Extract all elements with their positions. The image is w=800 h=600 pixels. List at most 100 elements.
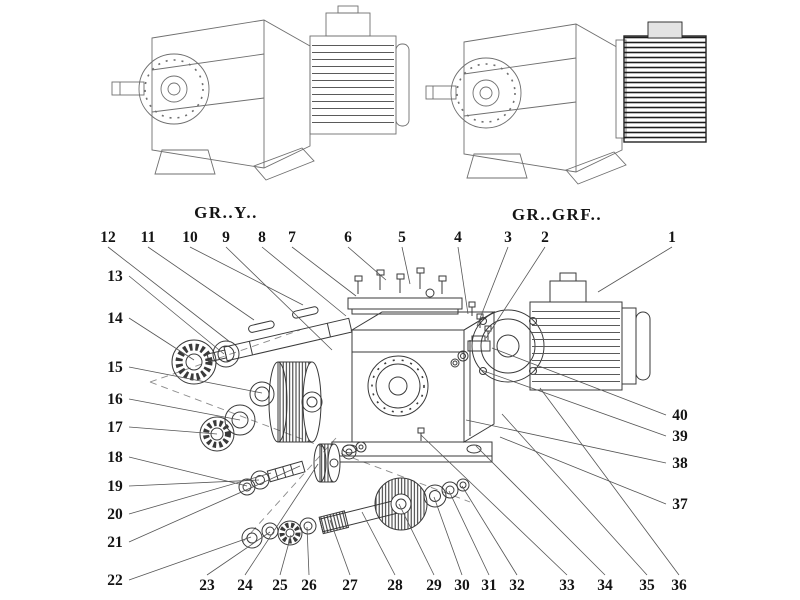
large-gear xyxy=(268,361,323,443)
callout-37: 37 xyxy=(672,496,688,513)
leader-37 xyxy=(499,436,667,505)
callout-25: 25 xyxy=(272,577,288,594)
callout-35: 35 xyxy=(639,577,655,594)
callout-8: 8 xyxy=(258,229,266,246)
callout-29: 29 xyxy=(426,577,442,594)
leader-34 xyxy=(475,445,606,576)
motor xyxy=(467,272,651,391)
fan-cover xyxy=(635,311,651,381)
leader-8 xyxy=(261,246,347,317)
finned-motor-block xyxy=(623,35,707,143)
callout-31: 31 xyxy=(481,577,497,594)
leader-11 xyxy=(147,246,255,321)
leader-21 xyxy=(128,465,301,543)
callout-28: 28 xyxy=(387,577,403,594)
leader-26 xyxy=(306,526,310,576)
mount-foot xyxy=(154,149,216,175)
callout-30: 30 xyxy=(454,577,470,594)
exploded-view xyxy=(149,267,651,549)
callout-4: 4 xyxy=(454,229,462,246)
leader-5 xyxy=(401,246,411,285)
shaft-keys xyxy=(248,306,319,333)
motor-shaft xyxy=(467,340,491,352)
vent-plug xyxy=(425,288,435,298)
callout-6: 6 xyxy=(344,229,352,246)
mount-foot xyxy=(466,153,528,179)
callout-13: 13 xyxy=(107,268,123,285)
callout-10: 10 xyxy=(182,229,198,246)
shaft-key xyxy=(471,335,486,342)
callout-36: 36 xyxy=(671,577,687,594)
terminal-box xyxy=(647,21,683,39)
figure-gr-y xyxy=(111,5,410,181)
seal-disc xyxy=(212,340,240,368)
leader-7 xyxy=(291,246,357,297)
leader-30 xyxy=(433,496,463,576)
leader-15 xyxy=(128,366,263,394)
gear-housing xyxy=(151,19,311,169)
callout-24: 24 xyxy=(237,577,253,594)
leader-10 xyxy=(189,246,304,306)
input-shaft xyxy=(425,85,457,100)
gearbox-housing xyxy=(331,311,496,463)
callout-17: 17 xyxy=(107,419,123,436)
callout-3: 3 xyxy=(504,229,512,246)
motor-studs xyxy=(450,301,492,368)
leader-2 xyxy=(485,246,546,339)
callout-38: 38 xyxy=(672,455,688,472)
callout-22: 22 xyxy=(107,572,123,589)
mount-foot xyxy=(565,151,627,185)
mount-foot xyxy=(253,147,315,181)
foot-bolt xyxy=(417,427,425,434)
leader-12 xyxy=(107,246,231,343)
callout-9: 9 xyxy=(222,229,230,246)
leader-3 xyxy=(476,246,509,327)
model-label-gr-grf: GR..GRF.. xyxy=(512,205,602,224)
callout-2: 2 xyxy=(541,229,549,246)
figure-gr-grf xyxy=(425,21,707,185)
front-bearing-face xyxy=(450,57,522,129)
callout-1: 1 xyxy=(668,229,676,246)
callout-12: 12 xyxy=(100,229,116,246)
leader-32 xyxy=(461,485,518,576)
leader-28 xyxy=(361,511,396,576)
terminal-box xyxy=(549,280,587,303)
callout-15: 15 xyxy=(107,359,123,376)
leader-19 xyxy=(128,479,260,487)
output-boss xyxy=(367,355,429,417)
input-bearing xyxy=(171,339,217,385)
callout-27: 27 xyxy=(342,577,358,594)
callout-20: 20 xyxy=(107,506,123,523)
callout-14: 14 xyxy=(107,310,123,327)
callout-34: 34 xyxy=(597,577,613,594)
intermediate-shaft-parts xyxy=(238,441,367,496)
leader-13 xyxy=(128,275,225,355)
leader-20 xyxy=(128,472,272,515)
leader-9 xyxy=(225,246,333,351)
leader-16 xyxy=(128,398,241,421)
leader-25 xyxy=(279,534,292,576)
callout-5: 5 xyxy=(398,229,406,246)
leader-1 xyxy=(597,246,673,293)
leader-14 xyxy=(128,317,195,361)
leader-39 xyxy=(480,369,667,437)
fan-cover xyxy=(395,43,410,127)
callout-16: 16 xyxy=(107,391,123,408)
leader-40 xyxy=(491,347,667,416)
leader-24 xyxy=(244,463,319,576)
leader-23 xyxy=(206,531,271,576)
spacer-ring xyxy=(249,381,275,407)
output-bearings xyxy=(199,404,256,452)
model-label-gr-y: GR..Y.. xyxy=(194,203,258,222)
gear-housing xyxy=(463,23,623,173)
leader-31 xyxy=(448,490,490,576)
leader-17 xyxy=(128,426,218,435)
callout-23: 23 xyxy=(199,577,215,594)
callout-39: 39 xyxy=(672,428,688,445)
leader-33 xyxy=(420,434,568,576)
leader-35 xyxy=(501,413,648,576)
callout-11: 11 xyxy=(141,229,156,246)
front-bearing-face xyxy=(138,53,210,125)
input-shaft xyxy=(111,81,145,96)
cover-bolts xyxy=(354,267,447,298)
